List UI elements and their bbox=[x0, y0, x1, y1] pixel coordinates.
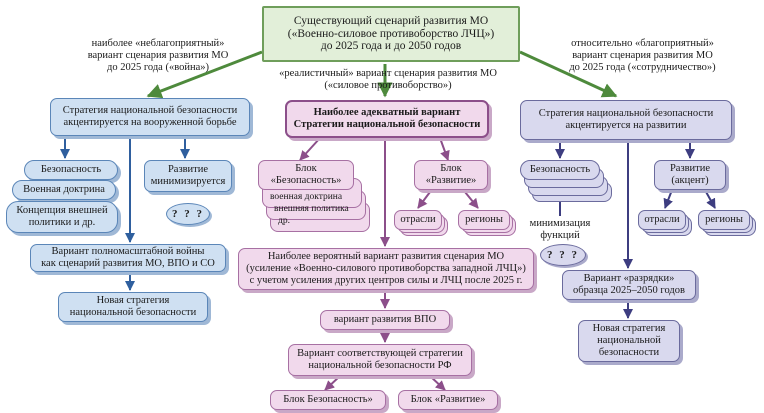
bottom-block-development-label: Блок «Развитие» bbox=[410, 394, 486, 406]
label-realistic-line-2: («силовое противоборство») bbox=[324, 79, 452, 91]
left-new-strategy-line-2: национальной безопасности bbox=[69, 307, 197, 318]
left-doctrine-box: Военная доктрина bbox=[12, 180, 116, 200]
right-new-strategy-line-3: безопасности bbox=[598, 346, 660, 358]
middle-arrows bbox=[299, 137, 479, 391]
left-new-strategy-box: Новая стратегия национальной безопасност… bbox=[58, 292, 208, 322]
middle-probable-line-3: с учетом усиления других центров силы и … bbox=[249, 274, 523, 286]
left-security-box: Безопасность bbox=[24, 160, 118, 180]
middle-probable-box: Наиболее вероятный вариант развития сцен… bbox=[238, 248, 534, 290]
middle-rf-strategy-line-2: национальной безопасности РФ bbox=[308, 360, 452, 371]
label-unfavorable-line-3: до 2025 года («война») bbox=[107, 61, 209, 73]
current-scenario-line-1: Существующий сценарий развития МО bbox=[293, 14, 489, 27]
middle-rf-strategy-line-1: Вариант соответствующей стратегии bbox=[297, 348, 463, 360]
right-detente-box: Вариант «разрядки» образца 2025–2050 год… bbox=[562, 270, 696, 300]
right-arrows bbox=[555, 140, 716, 319]
left-question-text: ? ? ? bbox=[172, 208, 204, 220]
right-new-strategy-box: Новая стратегия национальной безопасност… bbox=[578, 320, 680, 362]
right-development-line-2: (акцент) bbox=[671, 175, 709, 186]
middle-rf-strategy-box: Вариант соответствующей стратегии национ… bbox=[288, 344, 472, 376]
label-unfavorable-line-1: наиболее «неблагоприятный» bbox=[91, 38, 225, 49]
middle-stack-item-doctrine: военная доктрина bbox=[270, 192, 343, 202]
left-question-oval: ? ? ? bbox=[166, 203, 210, 225]
middle-vpo-label: вариант развития ВПО bbox=[333, 314, 437, 326]
middle-block-security-line-1: Блок bbox=[295, 163, 317, 175]
right-strategy-line-1: Стратегия национальной безопасности bbox=[538, 108, 714, 120]
label-realistic-line-1: «реалистичный» вариант сценария развития… bbox=[279, 68, 497, 79]
middle-adequate-line-1: Наиболее адекватный вариант bbox=[313, 107, 461, 119]
right-detente-line-2: образца 2025–2050 годов bbox=[573, 285, 685, 296]
left-doctrine-label: Военная доктрина bbox=[23, 184, 105, 196]
label-favorable-line-1: относительно «благоприятный» bbox=[571, 38, 714, 49]
left-concept-line-1: Концепция внешней bbox=[16, 205, 108, 217]
top-arrows bbox=[146, 50, 618, 99]
right-branches-label: отрасли bbox=[644, 214, 680, 226]
right-regions-label: регионы bbox=[705, 214, 743, 226]
label-favorable: относительно «благоприятный» вариант сце… bbox=[530, 38, 755, 73]
left-arrows bbox=[60, 136, 190, 291]
left-development-line-1: Развитие bbox=[167, 164, 209, 176]
left-new-strategy-line-1: Новая стратегия bbox=[96, 295, 170, 307]
current-scenario-line-3: до 2025 года и до 2050 годов bbox=[320, 40, 462, 53]
label-minimization: минимизация функций bbox=[522, 218, 598, 242]
middle-block-development-line-2: «Развитие» bbox=[425, 175, 477, 186]
right-security-label: Безопасность bbox=[529, 164, 591, 176]
bottom-block-security-label: Блок Безопасность» bbox=[283, 394, 373, 406]
middle-block-development-box: Блок «Развитие» bbox=[414, 160, 488, 190]
right-strategy-line-2: акцентируется на развитии bbox=[565, 120, 687, 131]
middle-branches-label: отрасли bbox=[400, 214, 436, 226]
current-scenario-line-2: («Военно-силовое противоборство ЛЧЦ») bbox=[287, 27, 495, 40]
right-branches-box: отрасли bbox=[638, 210, 686, 230]
right-question-text: ? ? ? bbox=[547, 249, 579, 261]
right-security-box: Безопасность bbox=[520, 160, 600, 180]
middle-vpo-box: вариант развития ВПО bbox=[320, 310, 450, 330]
label-realistic: «реалистичный» вариант сценария развития… bbox=[258, 68, 518, 92]
middle-block-security-box: Блок «Безопасность» bbox=[258, 160, 354, 190]
middle-adequate-line-2: Стратегии национальной безопасности bbox=[293, 119, 481, 130]
middle-adequate-box: Наиболее адекватный вариант Стратегии на… bbox=[285, 100, 489, 138]
label-unfavorable-line-2: вариант сценария развития МО bbox=[87, 49, 229, 61]
right-strategy-box: Стратегия национальной безопасности акце… bbox=[520, 100, 732, 140]
middle-block-security-line-2: «Безопасность» bbox=[270, 175, 342, 186]
middle-probable-line-1: Наиболее вероятный вариант развития сцен… bbox=[267, 251, 505, 263]
middle-branches-box: отрасли bbox=[394, 210, 442, 230]
left-concept-line-2: политики и др. bbox=[28, 217, 96, 228]
middle-stack-item-foreign-policy: внешняя политика bbox=[274, 204, 349, 215]
label-favorable-line-2: вариант сценария развития МО bbox=[572, 49, 713, 61]
current-scenario-box: Существующий сценарий развития МО («Воен… bbox=[262, 6, 520, 62]
left-development-line-2: минимизируется bbox=[150, 176, 226, 187]
left-security-label: Безопасность bbox=[40, 164, 102, 176]
middle-stack-item-other: др. bbox=[278, 216, 290, 227]
right-new-strategy-line-1: Новая стратегия bbox=[592, 323, 666, 335]
bottom-block-security-box: Блок Безопасность» bbox=[270, 390, 386, 410]
label-favorable-line-3: до 2025 года («сотрудничество») bbox=[569, 61, 716, 73]
left-strategy-line-2: акцентируется на вооруженной борьбе bbox=[63, 117, 237, 128]
label-minimization-line-1: минимизация bbox=[529, 218, 591, 229]
right-question-oval: ? ? ? bbox=[540, 244, 586, 266]
middle-regions-label: регионы bbox=[465, 214, 503, 226]
left-strategy-box: Стратегия национальной безопасности акце… bbox=[50, 98, 250, 136]
left-war-variant-box: Вариант полномасштабной войны как сценар… bbox=[30, 244, 226, 272]
right-new-strategy-line-2: национальной bbox=[597, 335, 661, 347]
left-war-variant-line-2: как сценарий развития МО, ВПО и СО bbox=[41, 258, 215, 269]
left-war-variant-line-1: Вариант полномасштабной войны bbox=[51, 246, 205, 258]
middle-regions-box: регионы bbox=[458, 210, 510, 230]
middle-stack-items: военная доктрина внешняя политика др. bbox=[266, 191, 362, 227]
right-development-line-1: Развитие bbox=[669, 163, 711, 175]
middle-block-development-line-1: Блок bbox=[440, 163, 462, 175]
label-minimization-line-2: функций bbox=[540, 229, 580, 241]
label-unfavorable: наиболее «неблагоприятный» вариант сцена… bbox=[58, 38, 258, 73]
right-regions-box: регионы bbox=[698, 210, 750, 230]
bottom-block-development-box: Блок «Развитие» bbox=[398, 390, 498, 410]
left-strategy-line-1: Стратегия национальной безопасности bbox=[62, 105, 238, 117]
right-detente-line-1: Вариант «разрядки» bbox=[583, 273, 675, 285]
right-development-box: Развитие (акцент) bbox=[654, 160, 726, 190]
left-concept-box: Концепция внешней политики и др. bbox=[6, 201, 118, 233]
left-development-box: Развитие минимизируется bbox=[144, 160, 232, 192]
middle-probable-line-2: (усиление «Военно-силового противоборств… bbox=[246, 263, 526, 275]
